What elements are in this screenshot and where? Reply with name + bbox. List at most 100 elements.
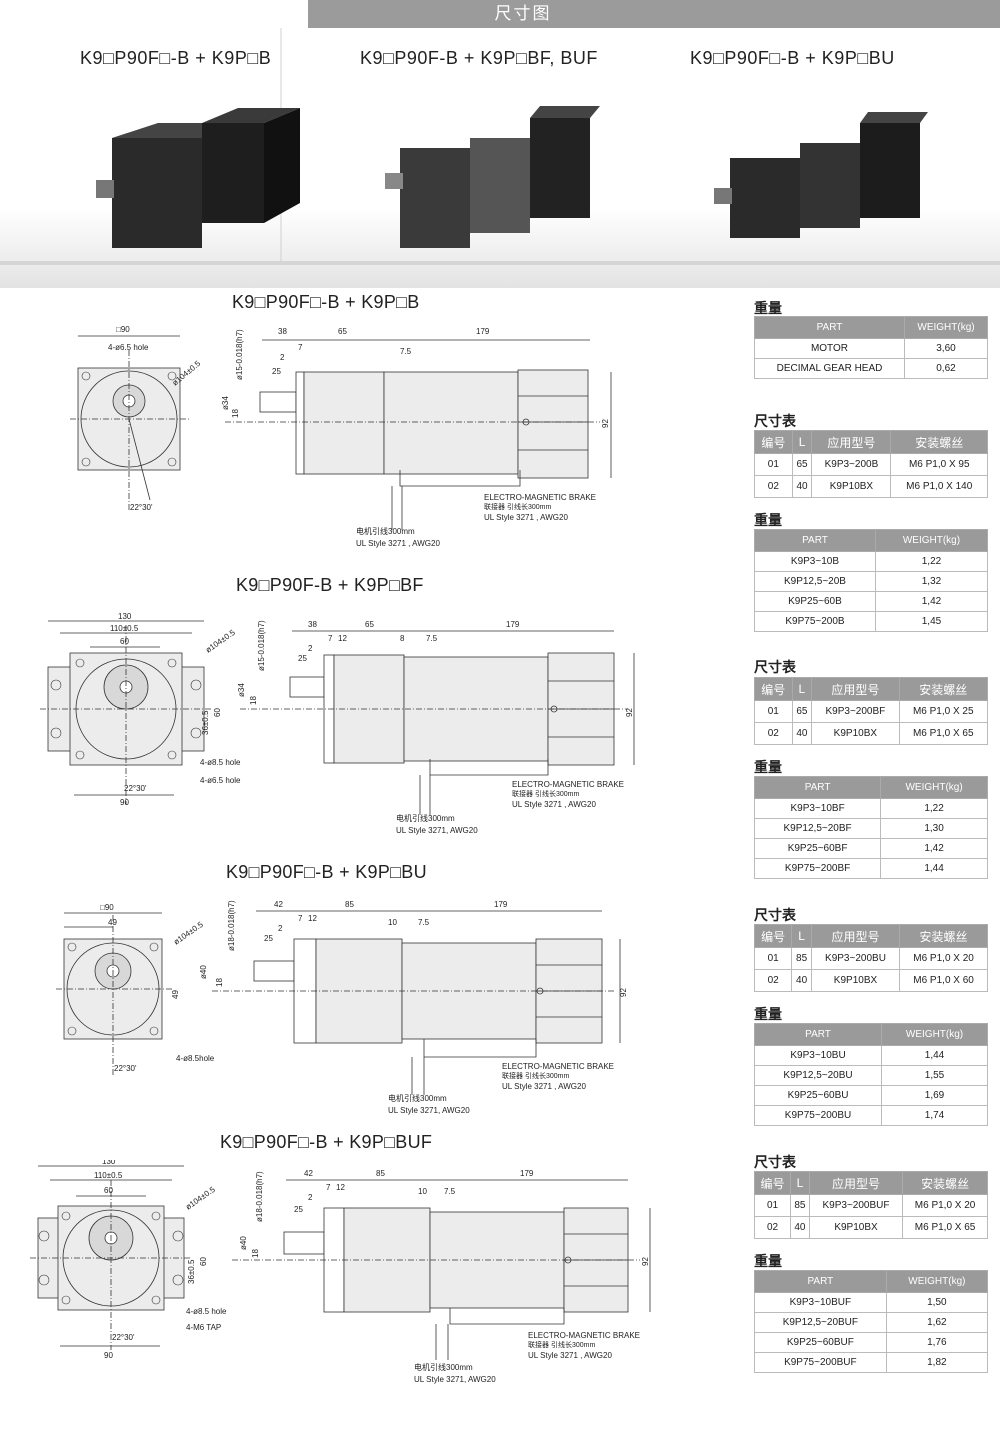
- cell: DECIMAL GEAR HEAD: [754, 358, 905, 379]
- cell: 02: [754, 475, 793, 498]
- brake-lead-label: 联接器 引线长300mm: [512, 789, 579, 798]
- dim-179: 179: [494, 900, 508, 909]
- cell: K9P10BX: [808, 1216, 904, 1239]
- label-pcd: ø104±0.5: [172, 920, 205, 947]
- th: PART: [754, 529, 876, 552]
- dim-8: 8: [400, 634, 405, 643]
- cell: 40: [791, 722, 813, 745]
- cell: 1,22: [874, 551, 989, 572]
- dim-shaft: ø15-0.018(h7): [257, 620, 266, 671]
- label-tap: 4-M6 TAP: [186, 1323, 221, 1332]
- brake-label: ELECTRO-MAGNETIC BRAKE: [502, 1062, 614, 1071]
- cell: M6 P1,0 X 20: [902, 1194, 988, 1217]
- cell: M6 P1,0 X 25: [898, 700, 989, 723]
- label-holes1: 4-ø8.5 hole: [200, 758, 241, 767]
- th: 应用型号: [811, 677, 900, 701]
- header-title: 尺寸图: [494, 4, 552, 23]
- brake-label: ELECTRO-MAGNETIC BRAKE: [528, 1331, 640, 1340]
- th: 编号: [753, 924, 793, 948]
- th: L: [791, 924, 812, 948]
- brake-label: ELECTRO-MAGNETIC BRAKE: [512, 780, 624, 789]
- dim-boss: ø34: [221, 396, 230, 410]
- th: 应用型号: [810, 924, 901, 948]
- photo-title-2: K9□P90F-B + K9P□BF, BUF: [360, 48, 598, 68]
- motor-lead-label: 电机引线300mm: [414, 1362, 473, 1372]
- dim-92: 92: [641, 1257, 650, 1266]
- th: PART: [754, 1270, 887, 1293]
- brake-label: ELECTRO-MAGNETIC BRAKE: [484, 493, 596, 502]
- dim-boss: ø40: [199, 965, 208, 979]
- label-angle: 22°30': [114, 1064, 137, 1073]
- th: L: [790, 1171, 810, 1195]
- header-left-blank: [0, 0, 308, 28]
- label-angle: 22°30': [112, 1333, 135, 1342]
- dim-92: 92: [619, 988, 628, 997]
- dim-label-4: 尺寸表: [754, 1154, 796, 1170]
- cell: M6 P1,0 X 20: [899, 947, 988, 970]
- cell: 65: [791, 453, 813, 476]
- label-holes: 4-ø8.5hole: [176, 1054, 215, 1063]
- th: WEIGHT(kg): [881, 1023, 988, 1046]
- cell: 1,22: [880, 798, 988, 819]
- cell: M6 P1,0 X 60: [899, 969, 988, 992]
- brake-lead-label: 联接器 引线长300mm: [484, 502, 551, 511]
- cell: K9P75~200B: [754, 611, 876, 632]
- label-square: □90: [100, 903, 114, 912]
- drawing-title-3: K9□P90F□-B + K9P□BU: [226, 862, 427, 882]
- cell: 1,76: [885, 1332, 989, 1353]
- dim-7-5: 7.5: [426, 634, 438, 643]
- th-part: PART: [754, 316, 905, 339]
- cell: 01: [753, 947, 793, 970]
- dim-12: 12: [336, 1183, 345, 1192]
- cell: K9P25~60BF: [753, 838, 882, 859]
- cell: 1,82: [885, 1352, 989, 1373]
- cell: 1,44: [881, 1045, 988, 1066]
- cell: 1,45: [874, 611, 989, 632]
- label-130: 130: [102, 1160, 116, 1166]
- label-49: 49: [108, 918, 117, 927]
- th-weight: WEIGHT(kg): [903, 316, 989, 339]
- dim-25: 25: [294, 1205, 303, 1214]
- cell: 02: [753, 969, 793, 992]
- cell: 1,55: [881, 1065, 988, 1086]
- th: L: [791, 430, 813, 454]
- dim-85: 85: [376, 1169, 385, 1178]
- cell: 1,42: [880, 838, 988, 859]
- dim-7: 7: [298, 343, 303, 352]
- brake-ul-label: UL Style 3271 , AWG20: [502, 1082, 586, 1091]
- label-h60: 60: [213, 708, 222, 717]
- brake-ul-label: UL Style 3271 , AWG20: [484, 513, 568, 522]
- cell: 85: [791, 947, 812, 970]
- drawing-4: 130 110±0.5 60 ø104±0.5 36±0.5 60 4-ø8.5…: [30, 1160, 651, 1384]
- cell: 65: [791, 700, 813, 723]
- label-60: 60: [104, 1186, 113, 1195]
- th: 安装螺丝: [890, 430, 988, 454]
- th: L: [791, 677, 813, 701]
- label-110: 110±0.5: [110, 624, 139, 633]
- cell: K9P3~200B: [811, 453, 892, 476]
- cell: 1,62: [885, 1312, 989, 1333]
- cell: K9P12,5~20BUF: [754, 1312, 887, 1333]
- drawing-3: □90 49 ø104±0.5 49 4-ø8.5hole 22°30' 42 …: [56, 900, 628, 1115]
- cell: K9P3~10BF: [753, 798, 882, 819]
- cell: 85: [790, 1194, 810, 1217]
- brake-lead-label: 联接器 引线长300mm: [502, 1071, 569, 1080]
- dim-65: 65: [365, 620, 374, 629]
- drawing-2: 130 110±0.5 60 ø104±0.5 36±0.5 60 4-ø8.5…: [40, 612, 635, 835]
- cell: K9P3~10BU: [753, 1045, 883, 1066]
- cell: K9P3~10B: [754, 551, 876, 572]
- dim-42: 42: [274, 900, 283, 909]
- cell: K9P75~200BU: [753, 1105, 883, 1126]
- weight-label-1: 重量: [754, 300, 782, 316]
- dim-2: 2: [278, 924, 283, 933]
- th: PART: [753, 776, 882, 799]
- cell: K9P3~200BU: [810, 947, 901, 970]
- dim-shaft: ø18-0.018(h7): [255, 1171, 264, 1222]
- dim-7: 7: [328, 634, 333, 643]
- cell: 1,50: [885, 1292, 989, 1313]
- label-holes: 4-ø6.5 hole: [108, 343, 149, 352]
- brake-lead-label: 联接器 引线长300mm: [528, 1340, 595, 1349]
- cell: M6 P1,0 X 95: [890, 453, 988, 476]
